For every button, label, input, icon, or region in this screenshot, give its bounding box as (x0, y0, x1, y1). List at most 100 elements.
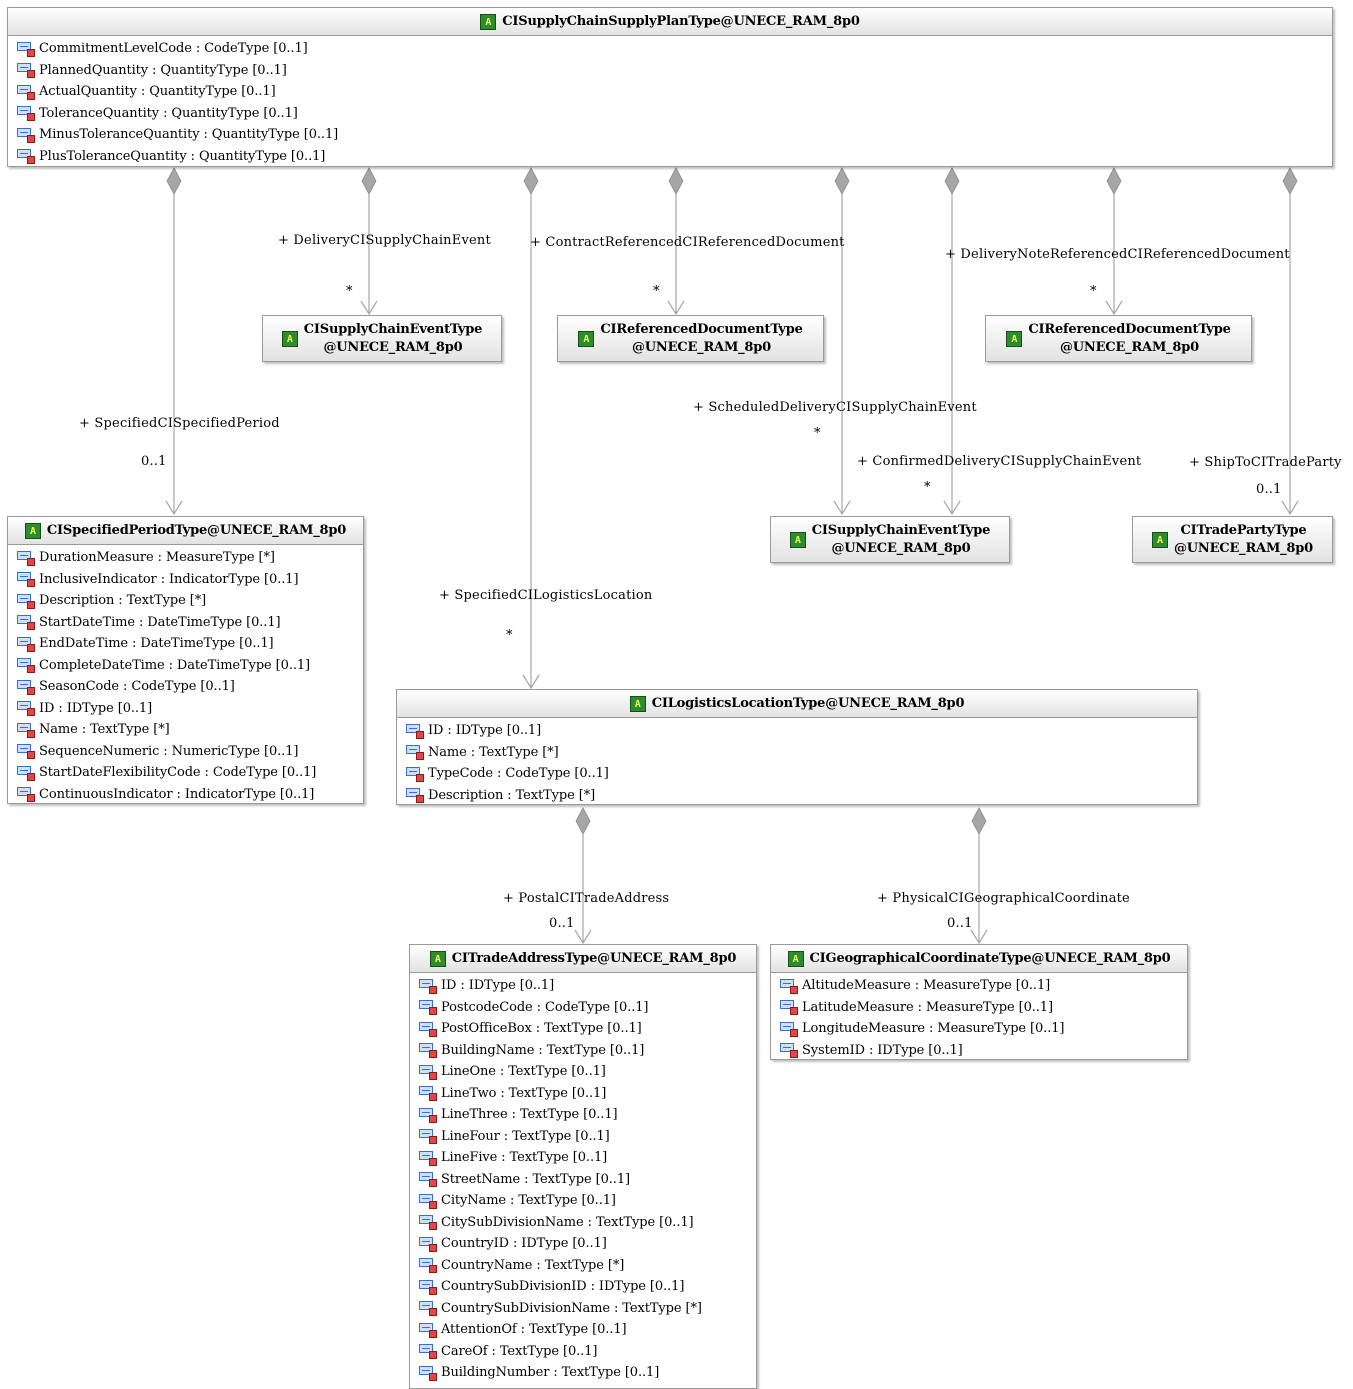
attribute-row[interactable]: InclusiveIndicator : IndicatorType [0..1… (16, 569, 363, 591)
attribute-row[interactable]: PostOfficeBox : TextType [0..1] (418, 1018, 756, 1040)
attribute-row[interactable]: CitySubDivisionName : TextType [0..1] (418, 1212, 756, 1234)
class-trade-party[interactable]: A CITradePartyType@UNECE_RAM_8p0 (1132, 516, 1333, 563)
attribute-icon (418, 1278, 438, 1296)
attribute-row[interactable]: Description : TextType [*] (405, 785, 1197, 805)
attribute-row[interactable]: LineFour : TextType [0..1] (418, 1126, 756, 1148)
attribute-row[interactable]: CityName : TextType [0..1] (418, 1190, 756, 1212)
attribute-label: AttentionOf : TextType [0..1] (441, 1322, 627, 1338)
attribute-row[interactable]: LineThree : TextType [0..1] (418, 1104, 756, 1126)
composition-diamond (1106, 167, 1122, 195)
arrowhead (1105, 300, 1123, 316)
attribute-icon (779, 1041, 799, 1059)
attribute-row[interactable]: LineOne : TextType [0..1] (418, 1061, 756, 1083)
attribute-row[interactable]: BuildingNumber : TextType [0..1] (418, 1362, 756, 1384)
class-title: CITradePartyType@UNECE_RAM_8p0 (1173, 522, 1314, 556)
attribute-row[interactable]: StreetName : TextType [0..1] (418, 1169, 756, 1191)
class-supply-chain-event-2[interactable]: A CISupplyChainEventType@UNECE_RAM_8p0 (770, 516, 1010, 563)
class-logistics-location[interactable]: A CILogisticsLocationType@UNECE_RAM_8p0 … (396, 689, 1198, 805)
class-referenced-document-2[interactable]: A CIReferencedDocumentType@UNECE_RAM_8p0 (985, 315, 1252, 362)
composition-diamond (361, 167, 377, 195)
attribute-label: LineThree : TextType [0..1] (441, 1107, 618, 1123)
attribute-icon (405, 743, 425, 761)
class-geographical-coordinate[interactable]: A CIGeographicalCoordinateType@UNECE_RAM… (770, 944, 1188, 1060)
attribute-row[interactable]: PlannedQuantity : QuantityType [0..1] (16, 60, 1332, 82)
attribute-row[interactable]: ActualQuantity : QuantityType [0..1] (16, 81, 1332, 103)
attribute-label: StartDateFlexibilityCode : CodeType [0..… (39, 765, 317, 781)
attribute-label: LineOne : TextType [0..1] (441, 1064, 606, 1080)
class-supply-plan[interactable]: A CISupplyChainSupplyPlanType@UNECE_RAM_… (7, 7, 1333, 167)
attribute-list: AltitudeMeasure : MeasureType [0..1] Lat… (771, 973, 1187, 1060)
mult-scheduled-delivery: * (814, 426, 821, 441)
attribute-label: StartDateTime : DateTimeType [0..1] (39, 614, 281, 630)
class-trade-address[interactable]: A CITradeAddressType@UNECE_RAM_8p0 ID : … (409, 944, 757, 1389)
attribute-row[interactable]: ToleranceQuantity : QuantityType [0..1] (16, 103, 1332, 125)
class-specified-period[interactable]: A CISpecifiedPeriodType@UNECE_RAM_8p0 Du… (7, 516, 364, 804)
attribute-row[interactable]: LatitudeMeasure : MeasureType [0..1] (779, 997, 1187, 1019)
attribute-icon (16, 656, 36, 674)
attribute-icon (16, 742, 36, 760)
attribute-icon (418, 1213, 438, 1231)
attribute-row[interactable]: MinusToleranceQuantity : QuantityType [0… (16, 124, 1332, 146)
class-referenced-document-1[interactable]: A CIReferencedDocumentType@UNECE_RAM_8p0 (557, 315, 824, 362)
attribute-label: LongitudeMeasure : MeasureType [0..1] (802, 1021, 1065, 1037)
attribute-row[interactable]: AttentionOf : TextType [0..1] (418, 1319, 756, 1341)
attribute-row[interactable]: CountryName : TextType [*] (418, 1255, 756, 1277)
attribute-row[interactable]: ID : IDType [0..1] (405, 720, 1197, 742)
class-supply-chain-event-1[interactable]: A CISupplyChainEventType@UNECE_RAM_8p0 (262, 315, 502, 362)
mult-ship-to: 0..1 (1256, 482, 1282, 497)
attribute-row[interactable]: CountrySubDivisionID : IDType [0..1] (418, 1276, 756, 1298)
attribute-row[interactable]: DurationMeasure : MeasureType [*] (16, 547, 363, 569)
attribute-row[interactable]: LongitudeMeasure : MeasureType [0..1] (779, 1018, 1187, 1040)
attribute-icon (418, 1321, 438, 1339)
attribute-label: Name : TextType [*] (428, 744, 559, 760)
attribute-row[interactable]: EndDateTime : DateTimeType [0..1] (16, 633, 363, 655)
attribute-label: CityName : TextType [0..1] (441, 1193, 616, 1209)
attribute-list: DurationMeasure : MeasureType [*] Inclus… (8, 545, 363, 804)
mult-delivery-event: * (346, 284, 353, 299)
attribute-row[interactable]: CountrySubDivisionName : TextType [*] (418, 1298, 756, 1320)
class-icon: A (281, 330, 298, 347)
attribute-row[interactable]: LineFive : TextType [0..1] (418, 1147, 756, 1169)
attribute-row[interactable]: CommitmentLevelCode : CodeType [0..1] (16, 38, 1332, 60)
attribute-label: ContinuousIndicator : IndicatorType [0..… (39, 786, 315, 802)
mult-confirmed-delivery: * (924, 480, 931, 495)
attribute-label: Description : TextType [*] (428, 787, 596, 803)
attribute-row[interactable]: CompleteDateTime : DateTimeType [0..1] (16, 655, 363, 677)
class-title: CISupplyChainSupplyPlanType@UNECE_RAM_8p… (502, 14, 860, 29)
attribute-icon (779, 977, 799, 995)
attribute-row[interactable]: Name : TextType [*] (16, 719, 363, 741)
attribute-list: CommitmentLevelCode : CodeType [0..1] Pl… (8, 36, 1332, 167)
role-contract-doc: + ContractReferencedCIReferencedDocument (530, 235, 845, 250)
attribute-row[interactable]: StartDateFlexibilityCode : CodeType [0..… (16, 762, 363, 784)
attribute-row[interactable]: SystemID : IDType [0..1] (779, 1040, 1187, 1060)
attribute-icon (418, 1084, 438, 1102)
attribute-icon (405, 786, 425, 804)
attribute-row[interactable]: LineTwo : TextType [0..1] (418, 1083, 756, 1105)
attribute-row[interactable]: BuildingName : TextType [0..1] (418, 1040, 756, 1062)
attribute-row[interactable]: ContinuousIndicator : IndicatorType [0..… (16, 784, 363, 804)
attribute-row[interactable]: StartDateTime : DateTimeType [0..1] (16, 612, 363, 634)
attribute-label: CountrySubDivisionID : IDType [0..1] (441, 1279, 685, 1295)
attribute-row[interactable]: AltitudeMeasure : MeasureType [0..1] (779, 975, 1187, 997)
attribute-row[interactable]: CountryID : IDType [0..1] (418, 1233, 756, 1255)
attribute-row[interactable]: ID : IDType [0..1] (418, 975, 756, 997)
attribute-row[interactable]: Name : TextType [*] (405, 742, 1197, 764)
class-title: CISpecifiedPeriodType@UNECE_RAM_8p0 (46, 523, 347, 538)
mult-postal-address: 0..1 (549, 916, 575, 931)
attribute-row[interactable]: ID : IDType [0..1] (16, 698, 363, 720)
attribute-row[interactable]: PlusToleranceQuantity : QuantityType [0.… (16, 146, 1332, 167)
attribute-row[interactable]: SeasonCode : CodeType [0..1] (16, 676, 363, 698)
attribute-row[interactable]: TypeCode : CodeType [0..1] (405, 763, 1197, 785)
attribute-row[interactable]: PostcodeCode : CodeType [0..1] (418, 997, 756, 1019)
attribute-row[interactable]: SequenceNumeric : NumericType [0..1] (16, 741, 363, 763)
attribute-row[interactable]: CareOf : TextType [0..1] (418, 1341, 756, 1363)
attribute-list: ID : IDType [0..1] PostcodeCode : CodeTy… (410, 973, 756, 1384)
attribute-icon (418, 1106, 438, 1124)
composition-diamond (523, 167, 539, 195)
attribute-label: CommitmentLevelCode : CodeType [0..1] (39, 41, 308, 57)
attribute-row[interactable]: Description : TextType [*] (16, 590, 363, 612)
attribute-label: PlusToleranceQuantity : QuantityType [0.… (39, 148, 326, 164)
class-title: CILogisticsLocationType@UNECE_RAM_8p0 (651, 696, 965, 711)
class-icon: A (1151, 531, 1168, 548)
attribute-icon (418, 1342, 438, 1360)
